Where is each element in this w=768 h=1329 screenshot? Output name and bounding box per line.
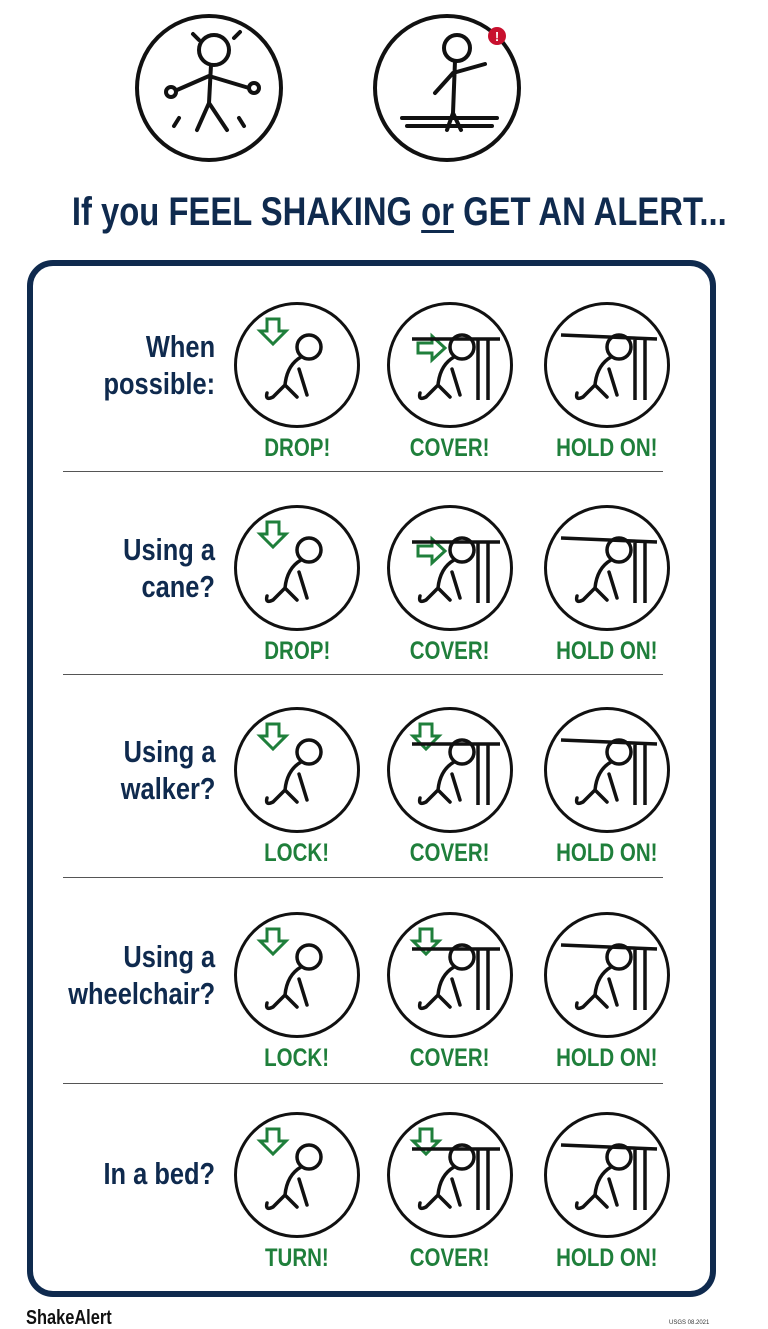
step-drop: DROP!: [227, 505, 367, 666]
step-cover: COVER!: [380, 1112, 520, 1273]
step-label: COVER!: [380, 434, 520, 463]
shaking-person-icon: [135, 14, 283, 162]
instruction-row: In a bed? TURN! COVER! HOLD ON!: [0, 1110, 768, 1310]
row-label-line: When: [145, 329, 215, 364]
step-label: DROP!: [227, 434, 367, 463]
row-label-line: possible:: [103, 366, 215, 401]
headline-part: If you: [71, 190, 169, 234]
row-label-line: Using a: [123, 734, 215, 769]
row-label: In a bed?: [79, 1155, 215, 1192]
step-hold-on: HOLD ON!: [537, 302, 677, 463]
cover-icon: [387, 912, 513, 1038]
cover-icon: [387, 707, 513, 833]
divider: [63, 471, 663, 472]
row-label-line: walker?: [120, 771, 215, 806]
row-label-line: In a bed?: [103, 1156, 215, 1191]
step-hold-on: HOLD ON!: [537, 912, 677, 1073]
headline: If you FEEL SHAKING or GET AN ALERT...: [0, 190, 740, 235]
logo-text: ShakeAlert: [26, 1307, 112, 1329]
step-label: COVER!: [380, 637, 520, 666]
step-label-text: TURN!: [265, 1244, 329, 1272]
step-label: HOLD ON!: [537, 1044, 677, 1073]
step-cover: COVER!: [380, 707, 520, 868]
drop-icon: [234, 505, 360, 631]
lock-icon: [234, 707, 360, 833]
step-cover: COVER!: [380, 505, 520, 666]
step-hold-on: HOLD ON!: [537, 707, 677, 868]
step-cover: COVER!: [380, 912, 520, 1073]
divider: [63, 1083, 663, 1084]
step-label-text: COVER!: [410, 1244, 490, 1272]
step-label-text: HOLD ON!: [556, 1044, 658, 1072]
turn-icon: [234, 1112, 360, 1238]
svg-text:!: !: [495, 29, 499, 44]
step-turn: TURN!: [227, 1112, 367, 1273]
step-label: LOCK!: [227, 1044, 367, 1073]
instructions-panel: [27, 260, 716, 1297]
cover-icon: [387, 505, 513, 631]
hold-on-icon: [544, 505, 670, 631]
lock-icon: [234, 912, 360, 1038]
step-lock: LOCK!: [227, 707, 367, 868]
step-label: COVER!: [380, 839, 520, 868]
step-label-text: LOCK!: [264, 839, 330, 867]
headline-part: FEEL SHAKING: [168, 190, 422, 234]
hold-on-icon: [544, 707, 670, 833]
phone-alert-person-icon: !: [373, 14, 521, 162]
drop-icon: [234, 302, 360, 428]
row-label-line: wheelchair?: [68, 976, 215, 1011]
step-label: DROP!: [227, 637, 367, 666]
step-drop: DROP!: [227, 302, 367, 463]
step-label-text: DROP!: [263, 434, 331, 462]
headline-part: GET AN ALERT...: [453, 190, 727, 234]
divider: [63, 674, 663, 675]
row-label-line: cane?: [141, 569, 215, 604]
step-hold-on: HOLD ON!: [537, 505, 677, 666]
step-lock: LOCK!: [227, 912, 367, 1073]
step-label: HOLD ON!: [537, 637, 677, 666]
step-label: COVER!: [380, 1244, 520, 1273]
step-label: LOCK!: [227, 839, 367, 868]
step-label-text: HOLD ON!: [556, 637, 658, 665]
headline-or: or: [421, 190, 454, 234]
step-label-text: DROP!: [263, 637, 331, 665]
step-label: HOLD ON!: [537, 839, 677, 868]
step-label: TURN!: [227, 1244, 367, 1273]
hold-on-icon: [544, 1112, 670, 1238]
version-text: USGS 08.2021: [669, 1320, 710, 1326]
step-label-text: COVER!: [410, 637, 490, 665]
divider: [63, 877, 663, 878]
step-label-text: COVER!: [410, 839, 490, 867]
step-hold-on: HOLD ON!: [537, 1112, 677, 1273]
step-label-text: HOLD ON!: [556, 434, 658, 462]
shakealert-logo: ShakeAlert: [26, 1307, 131, 1329]
step-label: COVER!: [380, 1044, 520, 1073]
step-label: HOLD ON!: [537, 1244, 677, 1273]
step-label-text: COVER!: [410, 1044, 490, 1072]
hold-on-icon: [544, 302, 670, 428]
step-label-text: HOLD ON!: [556, 1244, 658, 1272]
cover-icon: [387, 1112, 513, 1238]
step-label-text: HOLD ON!: [556, 839, 658, 867]
step-cover: COVER!: [380, 302, 520, 463]
row-label-line: Using a: [123, 939, 215, 974]
step-label: HOLD ON!: [537, 434, 677, 463]
step-label-text: LOCK!: [264, 1044, 330, 1072]
cover-icon: [387, 302, 513, 428]
hold-on-icon: [544, 912, 670, 1038]
row-label-line: Using a: [123, 532, 215, 567]
step-label-text: COVER!: [410, 434, 490, 462]
